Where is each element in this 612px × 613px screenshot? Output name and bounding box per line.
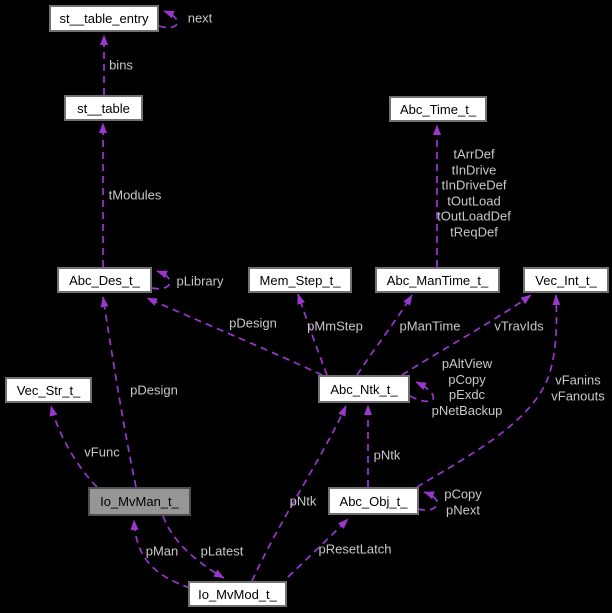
node-abc-obj[interactable]: Abc_Obj_t_: [328, 487, 419, 515]
edge-vtravids: [401, 294, 532, 376]
node-vec-int[interactable]: Vec_Int_t_: [523, 267, 609, 293]
node-abc-time[interactable]: Abc_Time_t_: [389, 96, 487, 122]
node-abc-ntk[interactable]: Abc_Ntk_t_: [318, 375, 410, 403]
edge-label-pmantime: pManTime: [399, 318, 461, 334]
edge-pmmstep: [297, 293, 328, 376]
node-abc-des[interactable]: Abc_Des_t_: [57, 267, 152, 293]
edge-next-self-loop: [158, 10, 179, 29]
edge-presetlatch: [287, 518, 349, 578]
edge-label-pdesign-ntk: pDesign: [229, 315, 277, 331]
node-io-mvmod[interactable]: Io_MvMod_t_: [188, 581, 287, 607]
edge-label-time-fields: tArrDef tInDrive tInDriveDef tOutLoad tO…: [437, 146, 511, 240]
edge-plibrary-self-loop: [151, 270, 171, 290]
edge-vfunc: [49, 405, 98, 488]
edge-label-vfunc: vFunc: [84, 444, 120, 460]
edge-label-pntk-mod: pNtk: [289, 493, 317, 509]
edge-pdesign-mvman: [100, 296, 137, 488]
node-io-mvman[interactable]: Io_MvMan_t_: [88, 487, 191, 516]
edge-label-platest: pLatest: [200, 543, 244, 559]
edge-label-obj-self-fields: pCopy pNext: [444, 486, 482, 518]
edge-platest: [162, 515, 225, 579]
edge-label-next: next: [187, 10, 213, 26]
edge-label-ntk-self-fields: pAltView pCopy pExdc pNetBackup: [431, 356, 503, 418]
edge-label-plibrary: pLibrary: [176, 273, 224, 289]
edge-label-vfanins-vfanouts: vFanins vFanouts: [551, 372, 605, 404]
edge-label-pntk-obj: pNtk: [373, 447, 401, 463]
edge-ntk-self-loop: [409, 381, 435, 403]
edge-obj-self-loop: [417, 491, 439, 511]
node-vec-str[interactable]: Vec_Str_t_: [5, 377, 92, 403]
edge-label-pman: pMan: [145, 543, 179, 559]
edge-label-pmmstep: pMmStep: [307, 318, 363, 334]
node-abc-mantime[interactable]: Abc_ManTime_t_: [375, 267, 500, 293]
node-st-table-entry[interactable]: st__table_entry: [49, 5, 159, 32]
edge-label-tmodules: tModules: [108, 187, 162, 203]
node-st-table[interactable]: st__table: [64, 95, 143, 121]
edge-pdesign-ntk: [146, 297, 323, 376]
edge-label-pdesign-mvman: pDesign: [130, 382, 178, 398]
node-mem-step[interactable]: Mem_Step_t_: [248, 267, 352, 293]
edge-label-bins: bins: [109, 57, 133, 73]
edge-vfanins-vfanouts: [416, 294, 561, 488]
edge-pmantime: [356, 294, 413, 376]
edge-pntk-mod: [251, 405, 347, 582]
edge-label-vtravids: vTravIds: [494, 318, 544, 334]
edge-label-presetlatch: pResetLatch: [318, 541, 392, 557]
